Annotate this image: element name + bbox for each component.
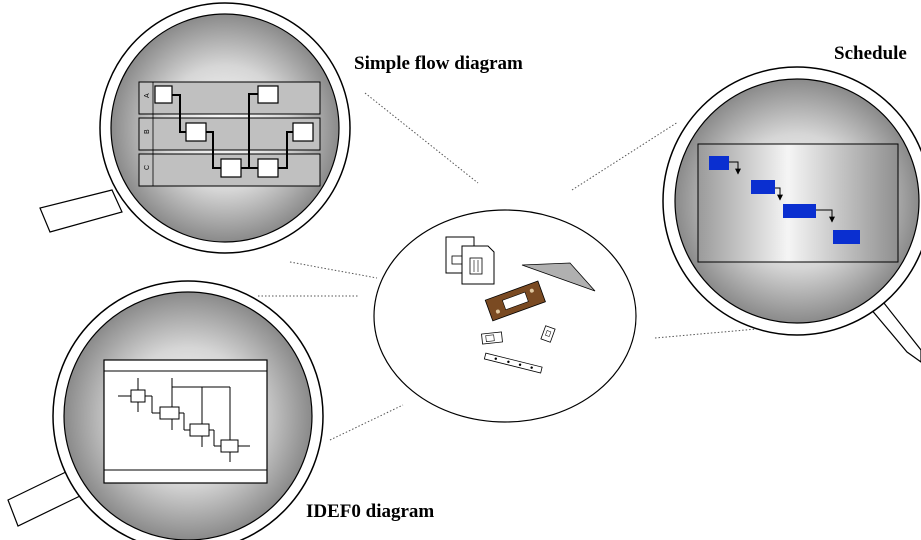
gantt-bar <box>751 180 775 194</box>
gantt-bar <box>833 230 860 244</box>
magnifier-handle <box>39 189 123 233</box>
document-icon <box>445 236 495 285</box>
connector-lines <box>258 92 769 441</box>
plate-icon <box>521 262 596 292</box>
schedule-caption: Schedule <box>834 43 907 64</box>
lane-label-a: A <box>144 93 151 98</box>
flow-magnifier: A B C <box>39 2 351 254</box>
flow-diagram-caption: Simple flow diagram <box>354 53 523 74</box>
schedule-magnifier <box>662 66 921 363</box>
idef0-caption: IDEF0 diagram <box>306 501 435 522</box>
gantt-thumbnail <box>697 143 899 263</box>
gantt-bar <box>783 204 816 218</box>
chip-icon <box>481 325 556 345</box>
flow-diagram-thumbnail: A B C <box>138 81 321 187</box>
central-workspace <box>373 209 637 423</box>
gantt-bar <box>709 156 729 170</box>
idef0-magnifier <box>7 280 324 540</box>
lane-label-c: C <box>144 165 151 170</box>
lane-label-b: B <box>144 129 151 134</box>
idef0-thumbnail <box>103 359 268 484</box>
ruler-icon <box>483 352 543 374</box>
board-icon <box>484 280 546 322</box>
